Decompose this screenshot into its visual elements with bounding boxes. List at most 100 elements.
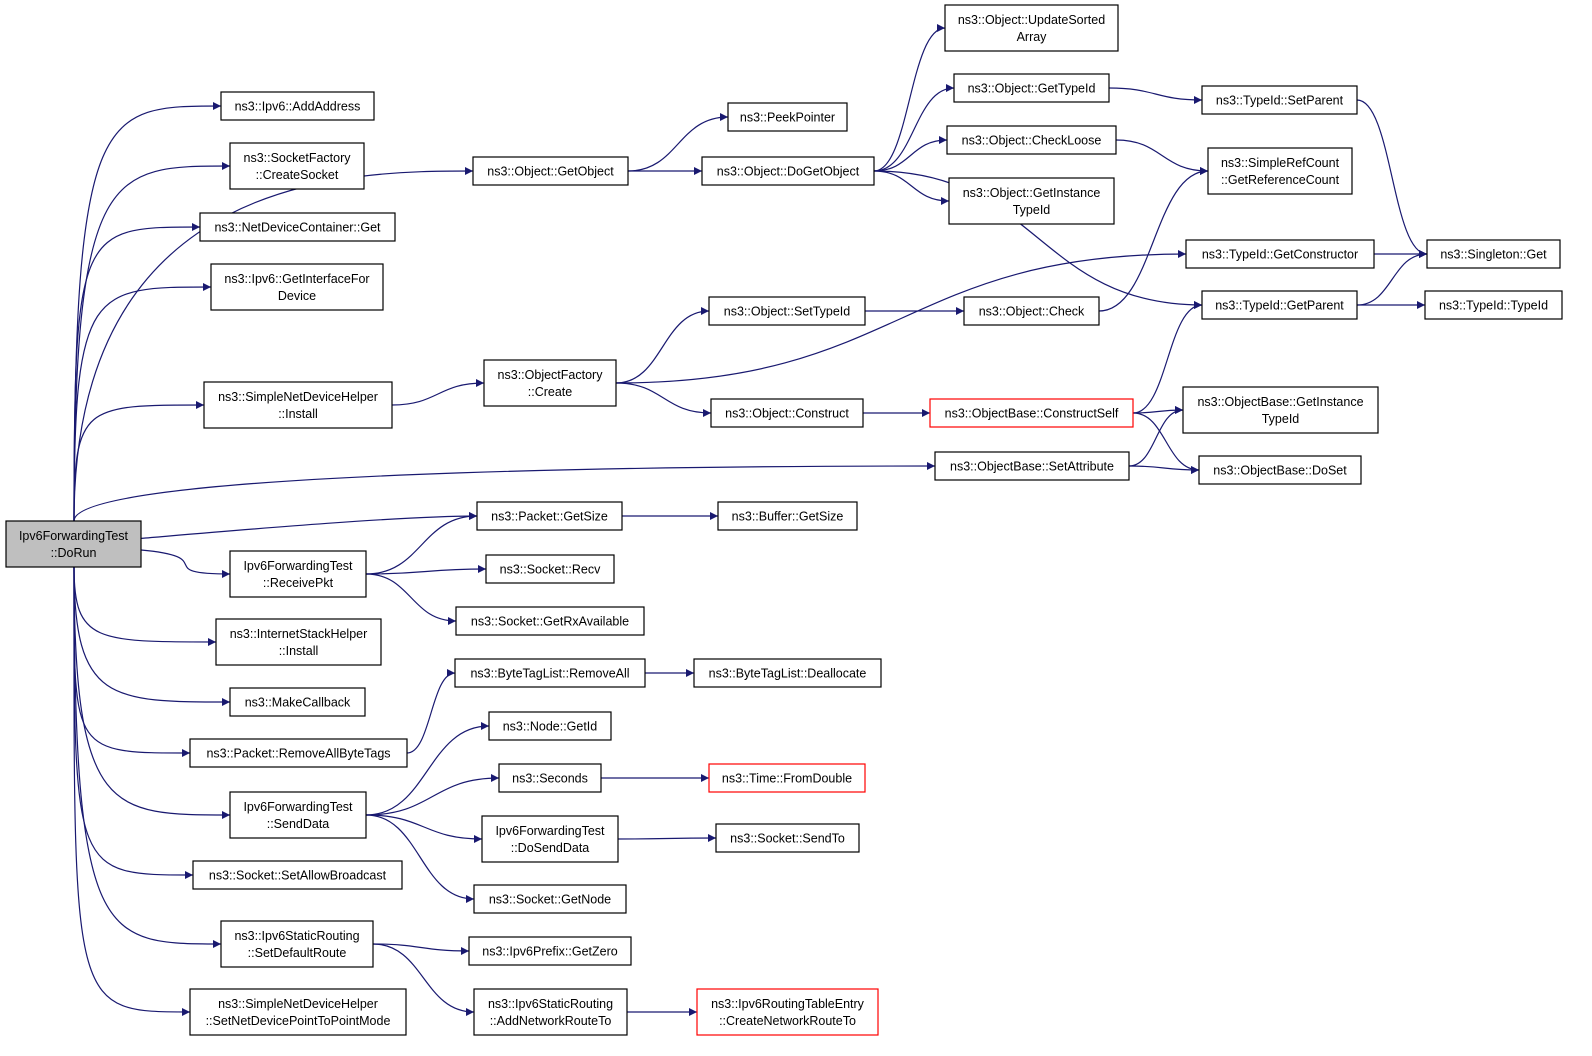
node-createnetworkroute[interactable]: ns3::Ipv6RoutingTableEntry::CreateNetwor…: [696, 988, 879, 1036]
node-dosenddata[interactable]: Ipv6ForwardingTest::DoSendData: [481, 815, 619, 863]
node-settypeid[interactable]: ns3::Object::SetTypeId: [708, 296, 866, 326]
node-label-setp2pmode-line0: ns3::SimpleNetDeviceHelper: [218, 997, 378, 1011]
node-socketrecv[interactable]: ns3::Socket::Recv: [485, 554, 615, 584]
node-removeallbytetags[interactable]: ns3::Packet::RemoveAllByteTags: [189, 738, 408, 768]
node-label-getinstancetypeid-line0: ns3::Object::GetInstance: [963, 186, 1101, 200]
node-label-singletonget-line0: ns3::Singleton::Get: [1440, 248, 1547, 262]
node-peekpointer[interactable]: ns3::PeekPointer: [727, 102, 848, 132]
node-box-getinstancetypeid: [948, 177, 1115, 225]
node-label-senddata-line1: ::SendData: [267, 817, 330, 831]
node-refcount[interactable]: ns3::SimpleRefCount::GetReferenceCount: [1207, 147, 1353, 195]
node-label-peekpointer-line0: ns3::PeekPointer: [740, 111, 835, 125]
node-seconds[interactable]: ns3::Seconds: [498, 763, 602, 793]
node-box-nodegetid: [488, 711, 612, 741]
node-getrxavailable[interactable]: ns3::Socket::GetRxAvailable: [455, 606, 645, 636]
node-setp2pmode[interactable]: ns3::SimpleNetDeviceHelper::SetNetDevice…: [189, 988, 407, 1036]
node-makecallback[interactable]: ns3::MakeCallback: [229, 687, 366, 717]
node-label-getinstancetypeid-line1: TypeId: [1013, 203, 1051, 217]
node-dogetobject[interactable]: ns3::Object::DoGetObject: [701, 156, 875, 186]
node-box-objbasegetinst: [1182, 386, 1379, 434]
node-box-objectfactory: [483, 359, 617, 407]
node-label-refcount-line0: ns3::SimpleRefCount: [1221, 156, 1340, 170]
node-label-updatesorted-line0: ns3::Object::UpdateSorted: [958, 13, 1105, 27]
node-box-socketfactory: [229, 142, 365, 190]
node-box-fromdouble: [708, 763, 866, 793]
node-label-setallowbroadcast-line0: ns3::Socket::SetAllowBroadcast: [209, 869, 387, 883]
node-internetstack[interactable]: ns3::InternetStackHelper::Install: [215, 618, 382, 666]
node-label-deallocate-line0: ns3::ByteTagList::Deallocate: [709, 667, 867, 681]
node-label-createnetworkroute-line1: ::CreateNetworkRouteTo: [719, 1014, 856, 1028]
node-objgettypeid[interactable]: ns3::Object::GetTypeId: [953, 73, 1110, 103]
node-addnetworkroute[interactable]: ns3::Ipv6StaticRouting::AddNetworkRouteT…: [473, 988, 628, 1036]
node-typeidsetparent[interactable]: ns3::TypeId::SetParent: [1201, 85, 1358, 115]
node-box-constructself: [929, 398, 1134, 428]
node-socketfactory[interactable]: ns3::SocketFactory::CreateSocket: [229, 142, 365, 190]
node-checkloose[interactable]: ns3::Object::CheckLoose: [946, 125, 1117, 155]
node-check[interactable]: ns3::Object::Check: [963, 296, 1100, 326]
edge-dogetobject-to-objgettypeid: [873, 84, 955, 172]
node-box-peekpointer: [727, 102, 848, 132]
node-getobject[interactable]: ns3::Object::GetObject: [472, 156, 629, 186]
node-doset[interactable]: ns3::ObjectBase::DoSet: [1198, 455, 1362, 485]
node-receivepkt[interactable]: Ipv6ForwardingTest::ReceivePkt: [229, 550, 367, 598]
node-netdevcontainer[interactable]: ns3::NetDeviceContainer::Get: [199, 212, 396, 242]
node-buffergetsize[interactable]: ns3::Buffer::GetSize: [717, 501, 858, 531]
edge-checkloose-to-refcount: [1115, 139, 1209, 175]
edge-check-to-refcount: [1098, 167, 1209, 312]
node-prefixgetzero[interactable]: ns3::Ipv6Prefix::GetZero: [468, 936, 632, 966]
node-label-constructself-line0: ns3::ObjectBase::ConstructSelf: [945, 407, 1119, 421]
node-box-buffergetsize: [717, 501, 858, 531]
node-label-socketfactory-line0: ns3::SocketFactory: [244, 151, 352, 165]
node-sendto[interactable]: ns3::Socket::SendTo: [715, 823, 860, 853]
edge-dorun-to-socketfactory: [73, 162, 231, 522]
edge-dorun-to-ipv6getiface: [73, 283, 212, 522]
edge-dogetobject-to-updatesorted: [873, 24, 946, 172]
node-box-getrxavailable: [455, 606, 645, 636]
node-socketgetnode[interactable]: ns3::Socket::GetNode: [473, 884, 627, 914]
node-label-receivepkt-line1: ::ReceivePkt: [263, 576, 334, 590]
edge-senddata-to-dosenddata: [365, 814, 483, 843]
node-dorun[interactable]: Ipv6ForwardingTest::DoRun: [5, 520, 142, 568]
node-senddata[interactable]: Ipv6ForwardingTest::SendData: [229, 791, 367, 839]
node-setattribute[interactable]: ns3::ObjectBase::SetAttribute: [934, 451, 1130, 481]
node-typeidgetparent[interactable]: ns3::TypeId::GetParent: [1201, 290, 1358, 320]
node-deallocate[interactable]: ns3::ByteTagList::Deallocate: [693, 658, 882, 688]
node-label-typeidtypeid-line0: ns3::TypeId::TypeId: [1439, 299, 1548, 313]
edge-setdefaultroute-to-prefixgetzero: [372, 943, 470, 955]
node-objectfactory[interactable]: ns3::ObjectFactory::Create: [483, 359, 617, 407]
node-box-deallocate: [693, 658, 882, 688]
edge-senddata-to-seconds: [365, 774, 500, 816]
node-label-construct-line0: ns3::Object::Construct: [725, 407, 849, 421]
node-bytetagremoveall[interactable]: ns3::ByteTagList::RemoveAll: [454, 658, 646, 688]
node-label-ipv6getiface-line0: ns3::Ipv6::GetInterfaceFor: [224, 272, 369, 286]
node-construct[interactable]: ns3::Object::Construct: [710, 398, 864, 428]
node-label-objgettypeid-line0: ns3::Object::GetTypeId: [968, 82, 1096, 96]
node-simplenetdevinstall[interactable]: ns3::SimpleNetDeviceHelper::Install: [203, 381, 393, 429]
node-typeidtypeid[interactable]: ns3::TypeId::TypeId: [1424, 290, 1563, 320]
node-label-ipv6getiface-line1: Device: [278, 289, 316, 303]
node-nodegetid[interactable]: ns3::Node::GetId: [488, 711, 612, 741]
node-label-nodegetid-line0: ns3::Node::GetId: [503, 720, 598, 734]
node-setdefaultroute[interactable]: ns3::Ipv6StaticRouting::SetDefaultRoute: [220, 920, 374, 968]
edge-dogetobject-to-checkloose: [873, 136, 948, 172]
node-constructself[interactable]: ns3::ObjectBase::ConstructSelf: [929, 398, 1134, 428]
node-setallowbroadcast[interactable]: ns3::Socket::SetAllowBroadcast: [192, 860, 403, 890]
node-ipv6addaddress[interactable]: ns3::Ipv6::AddAddress: [220, 91, 375, 121]
node-singletonget[interactable]: ns3::Singleton::Get: [1426, 239, 1561, 269]
node-box-refcount: [1207, 147, 1353, 195]
node-label-socketrecv-line0: ns3::Socket::Recv: [500, 563, 601, 577]
node-label-dosenddata-line1: ::DoSendData: [511, 841, 590, 855]
node-label-setdefaultroute-line0: ns3::Ipv6StaticRouting: [234, 929, 359, 943]
node-fromdouble[interactable]: ns3::Time::FromDouble: [708, 763, 866, 793]
edge-constructself-to-doset: [1132, 412, 1200, 474]
node-label-updatesorted-line1: Array: [1017, 30, 1048, 44]
node-getconstructor[interactable]: ns3::TypeId::GetConstructor: [1185, 239, 1375, 269]
node-box-setallowbroadcast: [192, 860, 403, 890]
node-box-setp2pmode: [189, 988, 407, 1036]
node-packetgetsize[interactable]: ns3::Packet::GetSize: [476, 501, 623, 531]
node-label-socketgetnode-line0: ns3::Socket::GetNode: [489, 893, 611, 907]
